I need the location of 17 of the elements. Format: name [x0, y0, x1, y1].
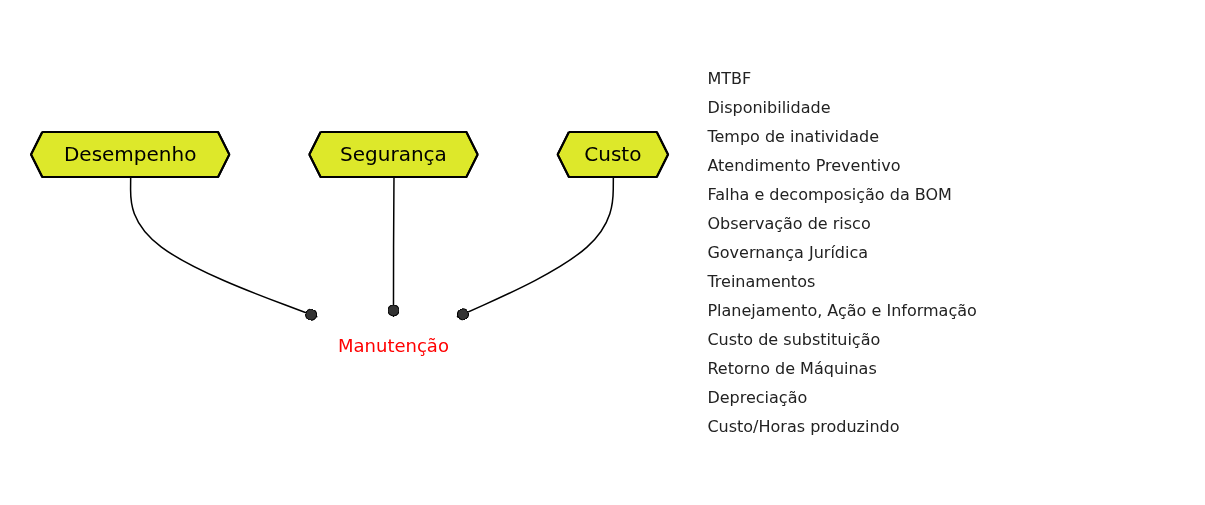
list-item-text: Falha e decomposição da BOM	[707, 185, 953, 204]
list-item-text: Depreciação	[707, 388, 809, 407]
connector	[456, 176, 615, 320]
list-item-text: Custo de substituição	[707, 330, 882, 349]
list-item-text: Retorno de Máquinas	[707, 359, 878, 378]
list-item-text: Planejamento, Ação e Informação	[707, 301, 978, 320]
list-item-text: Custo/Horas produzindo	[707, 417, 901, 436]
list-item-text: Disponibilidade	[707, 98, 832, 117]
list-item-text: Treinamentos	[707, 272, 817, 291]
list-item-text: Atendimento Preventivo	[707, 156, 902, 175]
list-item-text: Tempo de inatividade	[707, 127, 880, 146]
connector	[130, 176, 319, 321]
list-item-text: Observação de risco	[707, 214, 872, 233]
node-text: Manutenção	[338, 334, 450, 356]
connector	[387, 176, 400, 318]
list-item-text: Governança Jurídica	[707, 243, 870, 262]
list-item-text: MTBF	[707, 69, 753, 88]
